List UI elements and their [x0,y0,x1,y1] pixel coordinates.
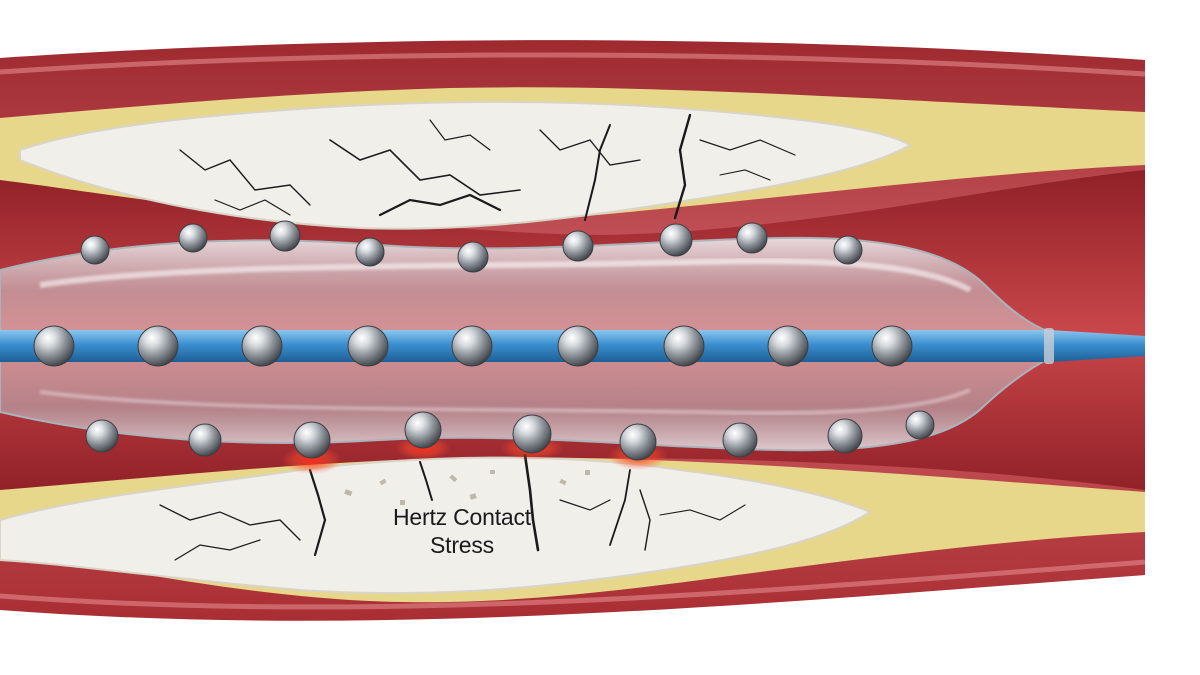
sphere-icon [451,325,493,367]
sphere-icon [241,325,283,367]
sphere-icon [33,325,75,367]
label-line-1: Hertz Contact [392,504,531,530]
sphere-icon [827,418,863,454]
sphere-icon [404,411,442,449]
label-line-2: Stress [430,532,494,558]
steel-spheres [33,220,935,461]
sphere-icon [293,421,331,459]
sphere-icon [80,235,110,265]
balloon-highlight [39,258,972,293]
sphere-icon [557,325,599,367]
sphere-icon [659,223,693,257]
sphere-icon [269,220,301,252]
sphere-icon [137,325,179,367]
sphere-icon [512,414,552,454]
plaque-fragments [344,470,590,505]
hertz-contact-stress-label: Hertz Contact Stress [342,503,582,559]
vessel-wall-stripe-bottom [0,559,1146,610]
balloon-highlight-lower [39,388,971,416]
sphere-icon [736,222,768,254]
sphere-icon [355,237,385,267]
sphere-icon [178,223,208,253]
sphere-icon [562,230,594,262]
sphere-icon [663,325,705,367]
sphere-icon [85,419,119,453]
catheter-tip-collar [1044,328,1054,364]
vessel-wall-stripe-top [0,52,1146,77]
sphere-icon [767,325,809,367]
sphere-icon [347,325,389,367]
cracks-bottom [159,453,746,561]
sphere-icon [188,423,222,457]
sphere-icon [905,410,935,440]
sphere-icon [457,241,489,273]
plaque-top [19,100,913,230]
sphere-icon [722,422,758,458]
sphere-icon [833,235,863,265]
sphere-icon [871,325,913,367]
sphere-icon [619,423,657,461]
cracks-top [179,113,796,221]
